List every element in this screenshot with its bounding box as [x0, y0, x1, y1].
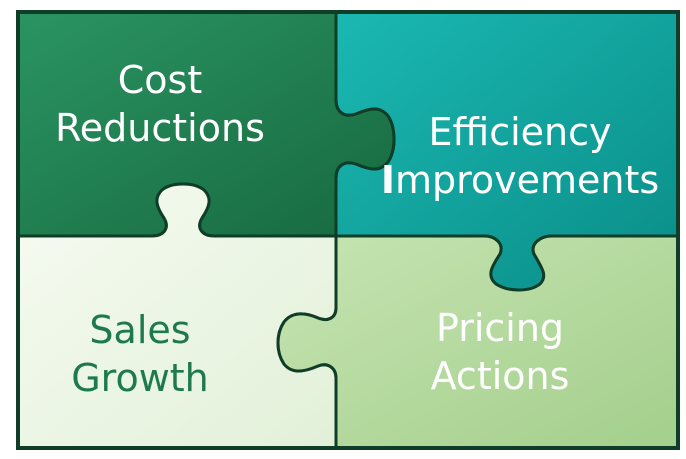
outer-frame [16, 10, 680, 450]
piece-pricing-actions [276, 234, 680, 450]
